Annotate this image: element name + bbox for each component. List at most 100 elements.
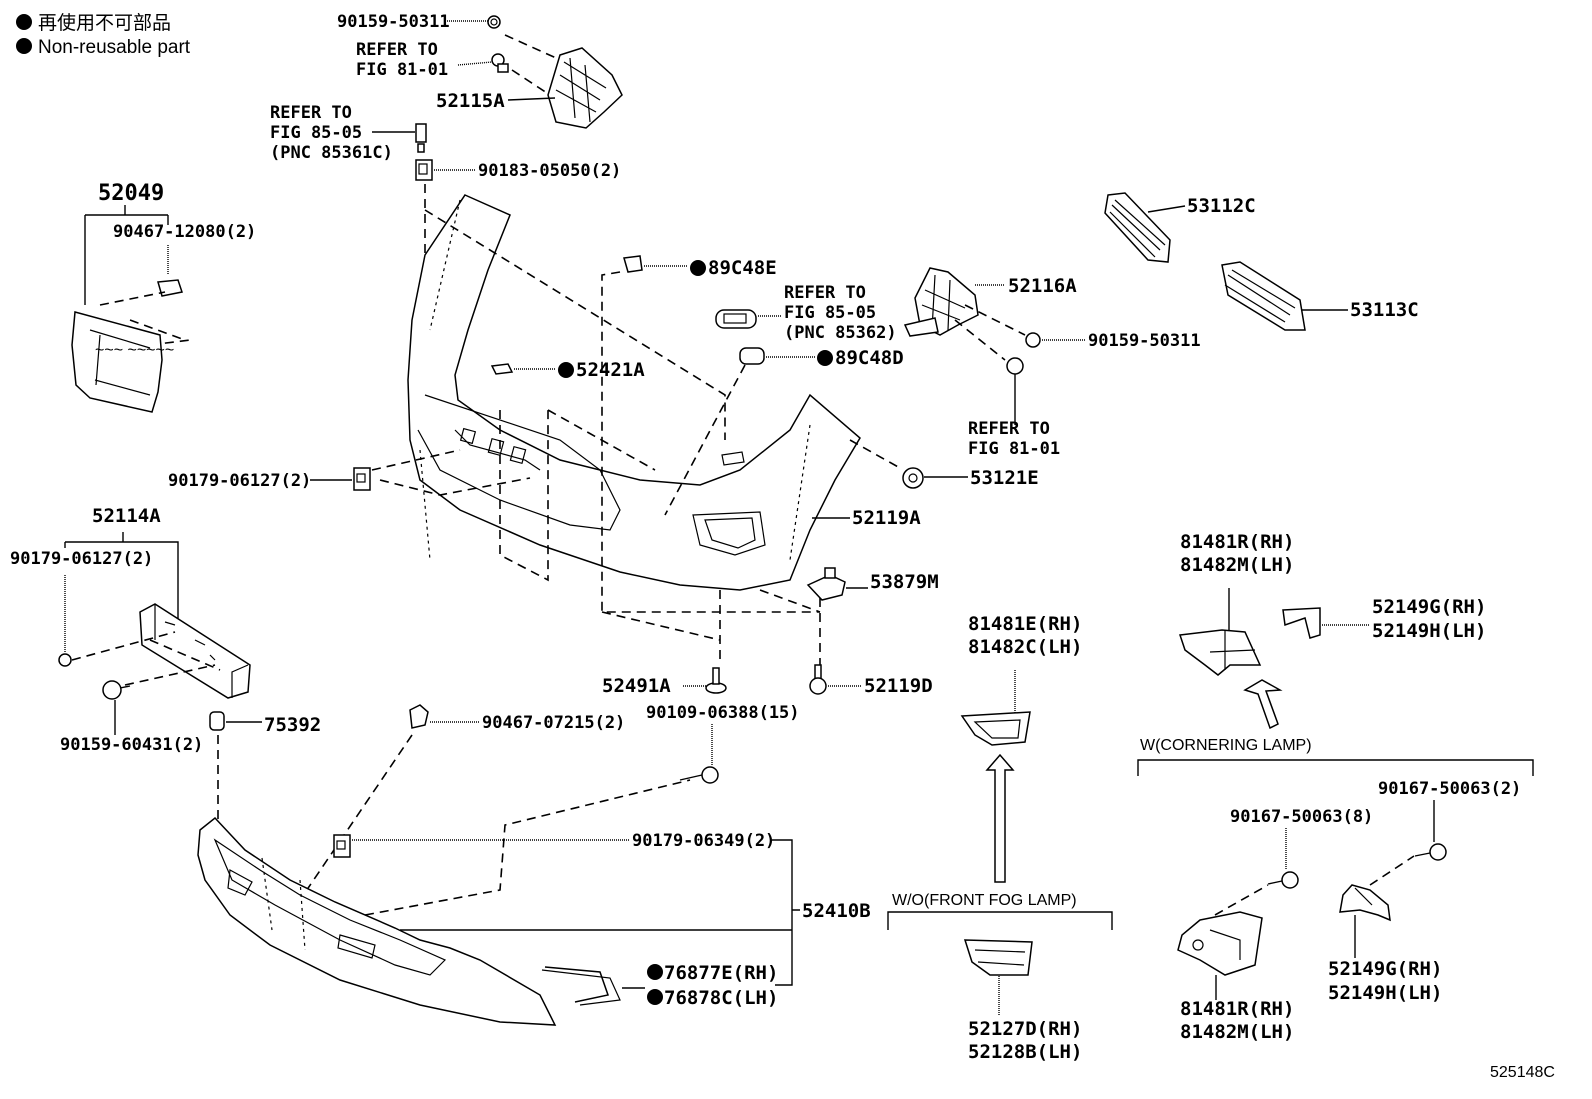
bolt-icon xyxy=(102,680,131,700)
bracket-52115A-icon xyxy=(547,47,623,129)
part-label-53121E[interactable]: 53121E xyxy=(970,467,1039,489)
nut-icon xyxy=(1025,332,1041,348)
part-label-90167-50063-2[interactable]: 90167-50063(2) xyxy=(1378,779,1521,799)
lamp-housing-icon xyxy=(1177,911,1263,976)
part-label-52149G[interactable]: 52149G(RH) xyxy=(1328,958,1442,980)
part-90179-06349-group: 90179-06349(2) 52410B xyxy=(333,779,871,986)
part-label-89C48D[interactable]: 89C48D xyxy=(835,347,904,369)
part-label-76877E[interactable]: 76877E(RH) xyxy=(664,962,778,984)
part-label-90467-12080[interactable]: 90467-12080(2) xyxy=(113,222,256,242)
part-label-52116A[interactable]: 52116A xyxy=(1008,275,1077,297)
part-label-52421A[interactable]: 52421A xyxy=(576,359,645,381)
part-label-81481E[interactable]: 81481E(RH) xyxy=(968,613,1082,635)
sensor-icon xyxy=(715,309,757,329)
part-52049-group: 52049 90467-12080(2) ~~~ ~~~~~ xyxy=(71,181,256,413)
part-label-90159-50311[interactable]: 90159-50311 xyxy=(337,12,450,32)
clip-icon xyxy=(409,704,429,729)
part-label-52049[interactable]: 52049 xyxy=(98,181,164,206)
part-label-90179-06127[interactable]: 90179-06127(2) xyxy=(10,549,153,569)
part-53112C-group: 53112C xyxy=(1104,192,1256,263)
fig-ref-label[interactable]: FIG 85-05 xyxy=(784,303,876,323)
part-label-81482M[interactable]: 81482M(LH) xyxy=(1180,1021,1294,1043)
fig-ref-label[interactable]: FIG 81-01 xyxy=(968,439,1060,459)
part-label-52149G[interactable]: 52149G(RH) xyxy=(1372,596,1486,618)
cornering-lamp-top-group: 81481R(RH) 81482M(LH) 52149G(RH) 52149H(… xyxy=(1137,531,1534,776)
refer-to-label: REFER TO xyxy=(270,103,352,123)
arrow-up-icon xyxy=(985,753,1015,883)
part-label-52127D[interactable]: 52127D(RH) xyxy=(968,1018,1082,1040)
part-label-81482C[interactable]: 81482C(LH) xyxy=(968,636,1082,658)
nut-icon xyxy=(1006,357,1024,375)
pnc-ref-label: (PNC 85362) xyxy=(784,323,897,343)
clip-icon xyxy=(491,53,509,73)
lower-spoiler-52410B xyxy=(197,816,609,1026)
part-label-90167-50063-8[interactable]: 90167-50063(8) xyxy=(1230,807,1373,827)
legend-english: Non-reusable part xyxy=(38,37,191,58)
part-label-52491A[interactable]: 52491A xyxy=(602,675,671,697)
part-label-52115A[interactable]: 52115A xyxy=(436,90,505,112)
part-label-81482M[interactable]: 81482M(LH) xyxy=(1180,554,1294,576)
refer-to-label: REFER TO xyxy=(356,40,438,60)
part-52116A-group: 52116A 90159-50311 REFER TO FIG 81-01 xyxy=(903,267,1201,459)
non-reusable-bullet-icon xyxy=(558,362,574,378)
grille-53112C-icon xyxy=(1104,192,1171,263)
fig-ref-label[interactable]: FIG 81-01 xyxy=(356,60,448,80)
non-reusable-bullet-icon xyxy=(647,989,663,1005)
part-label-90467-07215[interactable]: 90467-07215(2) xyxy=(482,713,625,733)
retainer-icon xyxy=(806,567,846,601)
part-label-52119D[interactable]: 52119D xyxy=(864,675,933,697)
part-label-89C48E[interactable]: 89C48E xyxy=(708,257,777,279)
clip-icon xyxy=(333,834,351,858)
part-label-76878C[interactable]: 76878C(LH) xyxy=(664,987,778,1009)
clip-icon xyxy=(157,279,183,297)
assembly-lines xyxy=(371,209,821,665)
part-label-90179-06349[interactable]: 90179-06349(2) xyxy=(632,831,775,851)
part-53113C-group: 53113C xyxy=(1221,261,1419,331)
part-89C48E-group: 89C48E xyxy=(623,255,777,279)
part-label-90109-06388[interactable]: 90109-06388(15) xyxy=(646,703,800,723)
part-52421A-group: 52421A xyxy=(490,359,645,381)
part-label-75392[interactable]: 75392 xyxy=(264,714,321,736)
part-label-52119A[interactable]: 52119A xyxy=(852,507,921,529)
emblem-52049-icon: ~~~ ~~~~~ xyxy=(71,311,174,413)
part-label-52410B[interactable]: 52410B xyxy=(802,900,871,922)
part-label-81481R[interactable]: 81481R(RH) xyxy=(1180,531,1294,553)
part-label-90159-50311[interactable]: 90159-50311 xyxy=(1088,331,1201,351)
part-53879M-group: 53879M xyxy=(806,567,939,601)
part-label-52128B[interactable]: 52128B(LH) xyxy=(968,1041,1082,1063)
grille-53113C-icon xyxy=(1221,261,1306,331)
part-label-90159-60431[interactable]: 90159-60431(2) xyxy=(60,735,203,755)
part-label-53113C[interactable]: 53113C xyxy=(1350,299,1419,321)
part-label-90183-05050[interactable]: 90183-05050(2) xyxy=(478,161,621,181)
part-label-52149H[interactable]: 52149H(LH) xyxy=(1372,620,1486,642)
part-label-53112C[interactable]: 53112C xyxy=(1187,195,1256,217)
emblem-lettering: ~~~ ~~~~~ xyxy=(95,342,174,359)
part-85362-group: REFER TO FIG 85-05 (PNC 85362) xyxy=(715,283,897,343)
lamp-bracket-icon xyxy=(1178,629,1262,676)
clip-icon xyxy=(58,653,72,667)
part-90183-group: REFER TO FIG 85-05 (PNC 85361C) 90183-05… xyxy=(270,103,621,465)
legend: 再使用不可部品 Non-reusable part xyxy=(16,12,191,58)
part-label-53879M[interactable]: 53879M xyxy=(870,571,939,593)
part-52119D-group: 52119D xyxy=(809,664,933,697)
clip-icon xyxy=(415,159,433,181)
part-label-81481R[interactable]: 81481R(RH) xyxy=(1180,998,1294,1020)
part-label-90179-06127[interactable]: 90179-06127(2) xyxy=(168,471,311,491)
non-reusable-bullet-icon xyxy=(817,350,833,366)
fog-lamp-cover-group: 81481E(RH) 81482C(LH) W/O(FRONT FOG LAMP… xyxy=(887,613,1113,1063)
bolt-icon xyxy=(809,664,827,695)
bumper-cover-52119A: 52119A xyxy=(407,194,921,591)
part-53121E-group: 53121E xyxy=(849,439,1039,489)
pnc-ref-label: (PNC 85361C) xyxy=(270,143,393,163)
clip-icon xyxy=(209,711,225,731)
fig-ref-label[interactable]: FIG 85-05 xyxy=(270,123,362,143)
fog-lamp-cover-blank-icon xyxy=(963,939,1033,976)
arrow-up-icon xyxy=(1243,679,1283,730)
cornering-lamp-bottom-group: 90167-50063(2) 90167-50063(8) 81481R(RH)… xyxy=(1177,779,1521,1043)
part-label-52149H[interactable]: 52149H(LH) xyxy=(1328,982,1442,1004)
non-reusable-bullet-icon xyxy=(690,260,706,276)
part-label-52114A[interactable]: 52114A xyxy=(92,505,161,527)
clip-icon xyxy=(739,347,765,365)
bracket-52116A-icon xyxy=(903,267,979,337)
